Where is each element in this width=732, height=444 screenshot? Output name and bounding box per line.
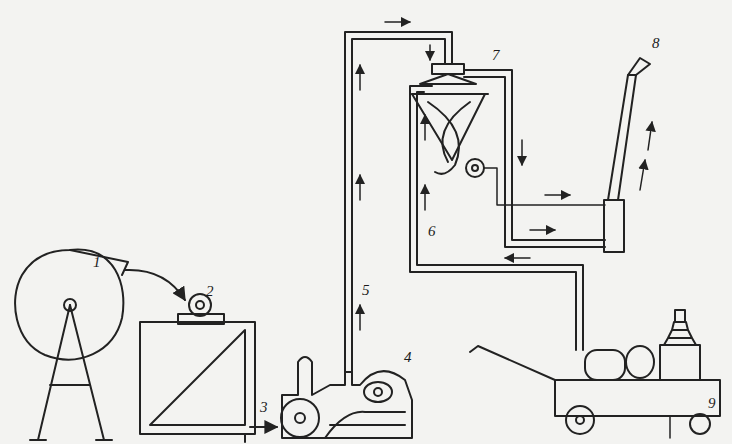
cyclone-separator (412, 64, 488, 177)
nozzle-hose (464, 70, 605, 247)
callout-number: 4 (404, 350, 412, 365)
callout-number: 9 (708, 396, 716, 411)
outlet-arrow (250, 426, 277, 428)
air-hose (410, 86, 583, 350)
spray-nozzle (604, 58, 652, 252)
callout-number: 8 (652, 36, 660, 51)
mortar-pump (281, 357, 412, 438)
mortar-mixer (140, 294, 255, 442)
callout-number: 3 (260, 400, 268, 415)
callout-number: 7 (492, 48, 500, 63)
sieve-drum (15, 250, 185, 440)
compressor-cart (470, 310, 720, 438)
callout-number: 5 (362, 283, 370, 298)
callout-number: 1 (93, 255, 101, 270)
callout-number: 2 (206, 284, 214, 299)
callout-number: 6 (428, 224, 436, 239)
